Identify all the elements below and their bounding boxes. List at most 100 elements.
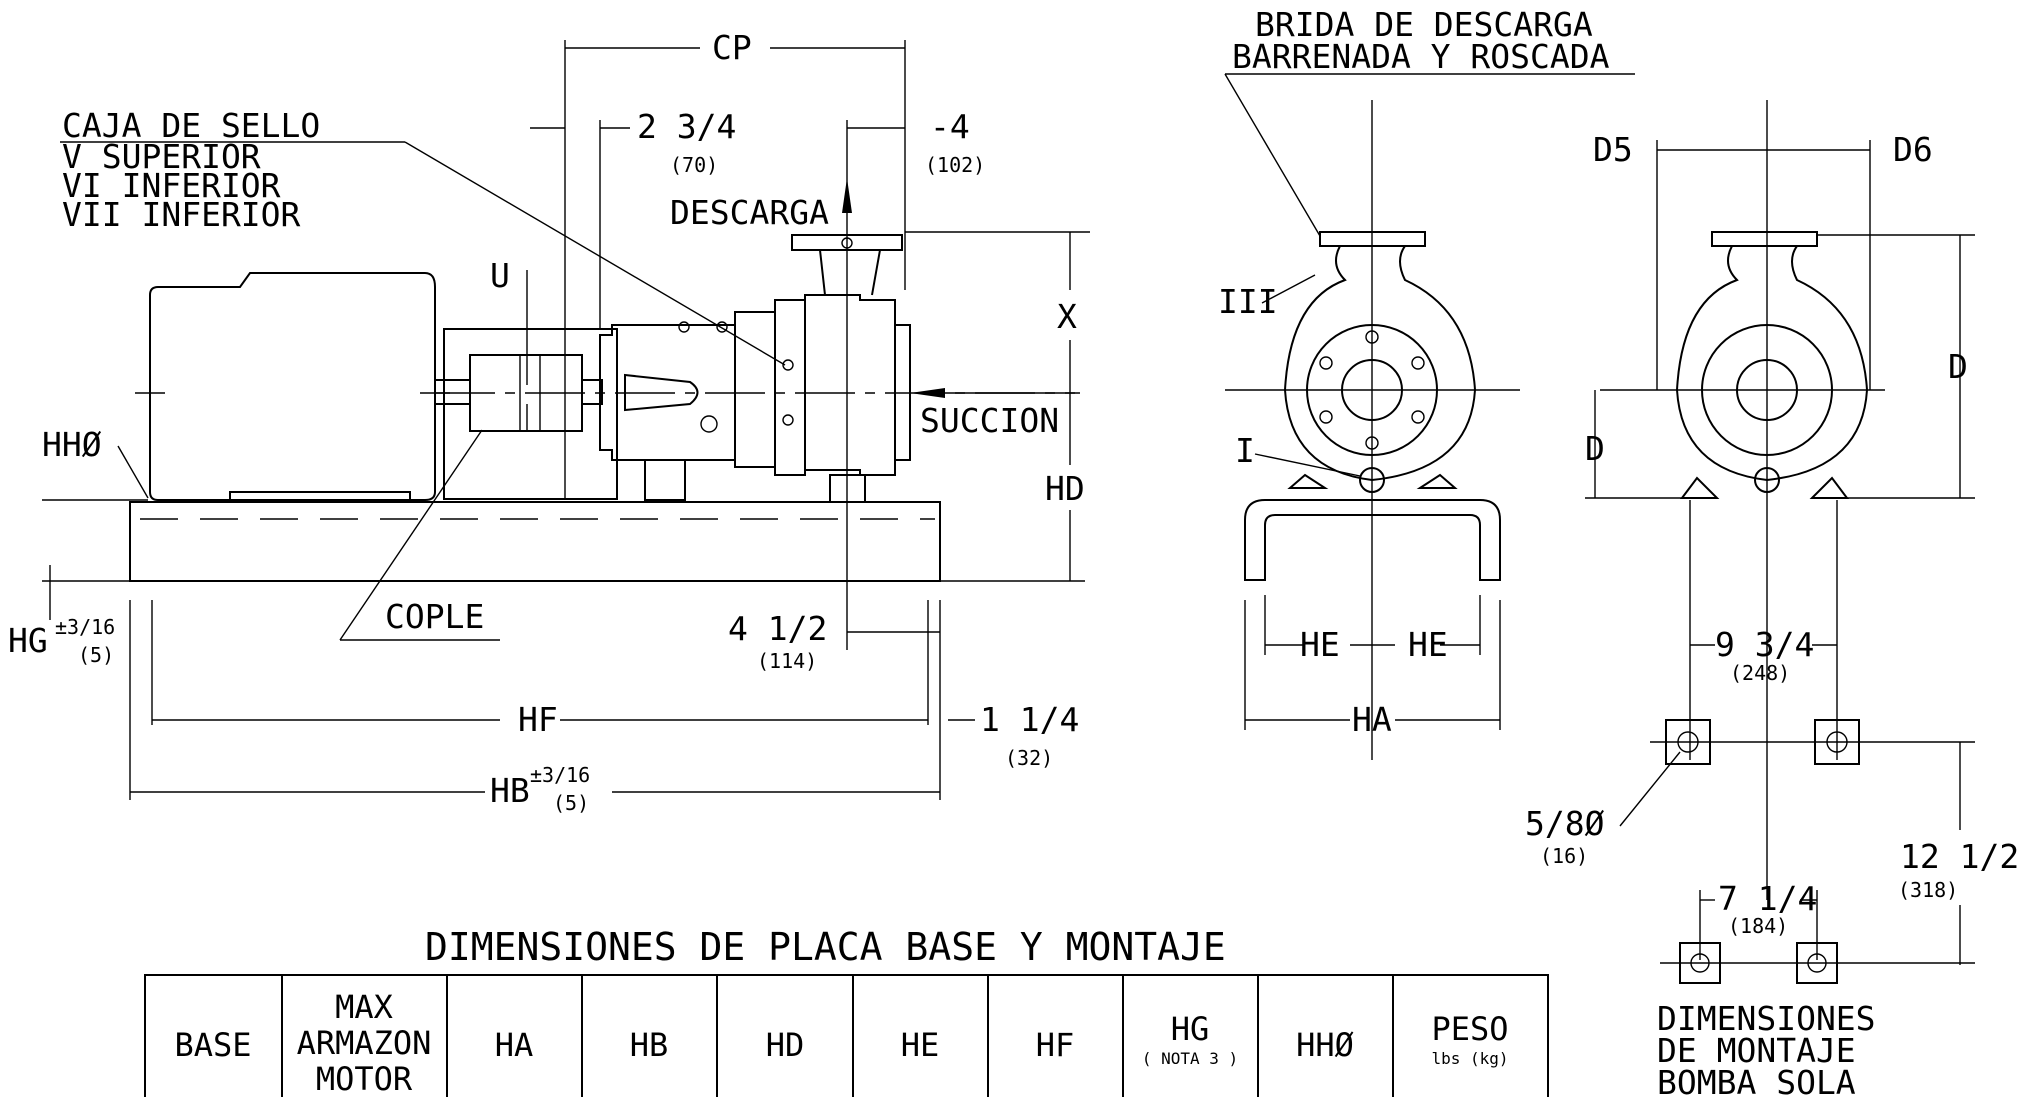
header-peso: PESO <box>1431 1010 1508 1048</box>
header-max-2: ARMAZON <box>297 1024 432 1062</box>
montaje-label-1: DIMENSIONES <box>1657 999 1876 1038</box>
flange-bolt-hole <box>1411 356 1425 370</box>
d1212-mm: (318) <box>1898 878 1958 902</box>
d4-label: -4 <box>930 107 970 146</box>
d234-mm: (70) <box>670 153 718 177</box>
d934-label: 9 3/4 <box>1715 625 1814 664</box>
d412-mm: (114) <box>757 649 817 673</box>
hd-label: HD <box>1045 469 1085 508</box>
hb-label: HB <box>490 771 530 810</box>
drain-plug <box>1359 467 1385 493</box>
flange-bolt-hole <box>1411 410 1425 424</box>
d114-mm: (32) <box>1005 746 1053 770</box>
hh-leader <box>117 445 149 499</box>
d934-mm: (248) <box>1730 661 1790 685</box>
d4-mm: (102) <box>925 153 985 177</box>
hb-tol: ±3/16 <box>530 763 590 787</box>
hg-label: HG <box>8 621 48 660</box>
flange-bolt-hole <box>1319 410 1333 424</box>
table-title: DIMENSIONES DE PLACA BASE Y MONTAJE <box>425 925 1226 969</box>
oiler <box>700 415 718 433</box>
he-right-label: HE <box>1408 625 1448 664</box>
pump-feet <box>1680 476 1849 499</box>
frame-bolt <box>678 321 690 333</box>
iii-label: III <box>1218 282 1278 321</box>
end-view-pump-feet <box>1287 473 1458 489</box>
header-ha: HA <box>495 1026 534 1064</box>
succion-arrow <box>910 388 945 398</box>
end-view-baseplate <box>1244 499 1501 581</box>
table-frame <box>144 974 1549 1097</box>
header-hf: HF <box>1036 1026 1075 1064</box>
pump-drain-plug <box>1754 467 1780 493</box>
header-max-1: MAX <box>335 988 393 1026</box>
end-view-suction-flange <box>1306 324 1438 456</box>
frame-foot <box>644 459 686 501</box>
iii-leader <box>1261 274 1316 304</box>
d58-leader <box>1619 751 1681 827</box>
succion-label: SUCCION <box>920 401 1059 440</box>
d714-mm: (184) <box>1728 914 1788 938</box>
brida-leader <box>1224 73 1321 237</box>
d-left-label: D <box>1585 429 1605 468</box>
motor-foot <box>229 491 411 503</box>
cople-leader <box>339 429 483 641</box>
d1212-label: 12 1/2 <box>1900 837 2019 876</box>
seal-bolt-2 <box>782 414 794 426</box>
motor-shaft <box>434 379 471 405</box>
i-label: I <box>1235 431 1255 470</box>
seal-bolt <box>782 359 794 371</box>
d234-label: 2 3/4 <box>637 107 736 146</box>
frame-window <box>624 373 699 412</box>
hf-label: HF <box>518 700 558 739</box>
header-hg: HG <box>1171 1010 1210 1048</box>
discharge-nozzle <box>819 249 881 296</box>
casing-flange <box>774 299 806 476</box>
caja-label-1: CAJA DE SELLO <box>62 106 320 145</box>
hg-tol: ±3/16 <box>55 615 115 639</box>
header-hg-note: ( NOTA 3 ) <box>1142 1049 1238 1068</box>
pump-suction-bore <box>1736 359 1798 421</box>
pump-casing <box>804 294 896 476</box>
base-plate <box>129 501 941 582</box>
header-hb: HB <box>630 1026 669 1064</box>
header-he: HE <box>901 1026 940 1064</box>
x-label: X <box>1057 297 1077 336</box>
montaje-label-2: DE MONTAJE <box>1657 1031 1856 1070</box>
u-label: U <box>490 256 510 295</box>
flange-bolt-hole <box>1365 436 1379 450</box>
motor-body <box>149 272 436 501</box>
dimensions-table: DIMENSIONES DE PLACA BASE Y MONTAJE BASE… <box>144 925 1549 1097</box>
seal-chamber <box>734 311 776 468</box>
cople-label: COPLE <box>385 597 484 636</box>
frame-bolt-2 <box>716 321 728 333</box>
end-view-volute <box>1283 245 1477 482</box>
i-leader <box>1254 453 1361 477</box>
d6-label: D6 <box>1893 130 1933 169</box>
hg-mm: (5) <box>78 643 114 667</box>
he-left-label: HE <box>1300 625 1340 664</box>
coupling-guard <box>443 328 618 500</box>
hh-label: HHØ <box>42 425 102 464</box>
header-hh: HHØ <box>1296 1026 1354 1064</box>
end-view-on-base: BRIDA DE DESCARGA BARRENADA Y ROSCADA II… <box>1218 5 1635 760</box>
d-right-label: D <box>1948 347 1968 386</box>
ha-label: HA <box>1352 700 1392 739</box>
d714-label: 7 1/4 <box>1718 879 1817 918</box>
pump-shaft <box>581 379 603 405</box>
flange-bolt-hole <box>1365 330 1379 344</box>
caja-label-2: V SUPERIOR <box>62 137 261 176</box>
d412-label: 4 1/2 <box>728 609 827 648</box>
d58-mm: (16) <box>1540 844 1588 868</box>
pump-suction-flange <box>1701 324 1833 456</box>
header-peso-units: lbs (kg) <box>1431 1049 1508 1068</box>
caja-leader <box>404 141 786 366</box>
brida-label-2: BARRENADA Y ROSCADA <box>1232 37 1610 76</box>
end-view-suction-bore <box>1341 359 1403 421</box>
caja-label-3: VI INFERIOR <box>62 166 281 205</box>
side-elevation-view: DESCARGA SUCCION CP 2 3/4 (70) -4 (102) … <box>8 28 1090 815</box>
d114-label: 1 1/4 <box>980 700 1079 739</box>
d5-label: D5 <box>1593 130 1633 169</box>
pump-alone-view: D5 D6 D D 9 3/4 (248) 5/8Ø (16) 12 1/2 (… <box>1525 100 2019 1097</box>
descarga-label: DESCARGA <box>670 193 829 232</box>
